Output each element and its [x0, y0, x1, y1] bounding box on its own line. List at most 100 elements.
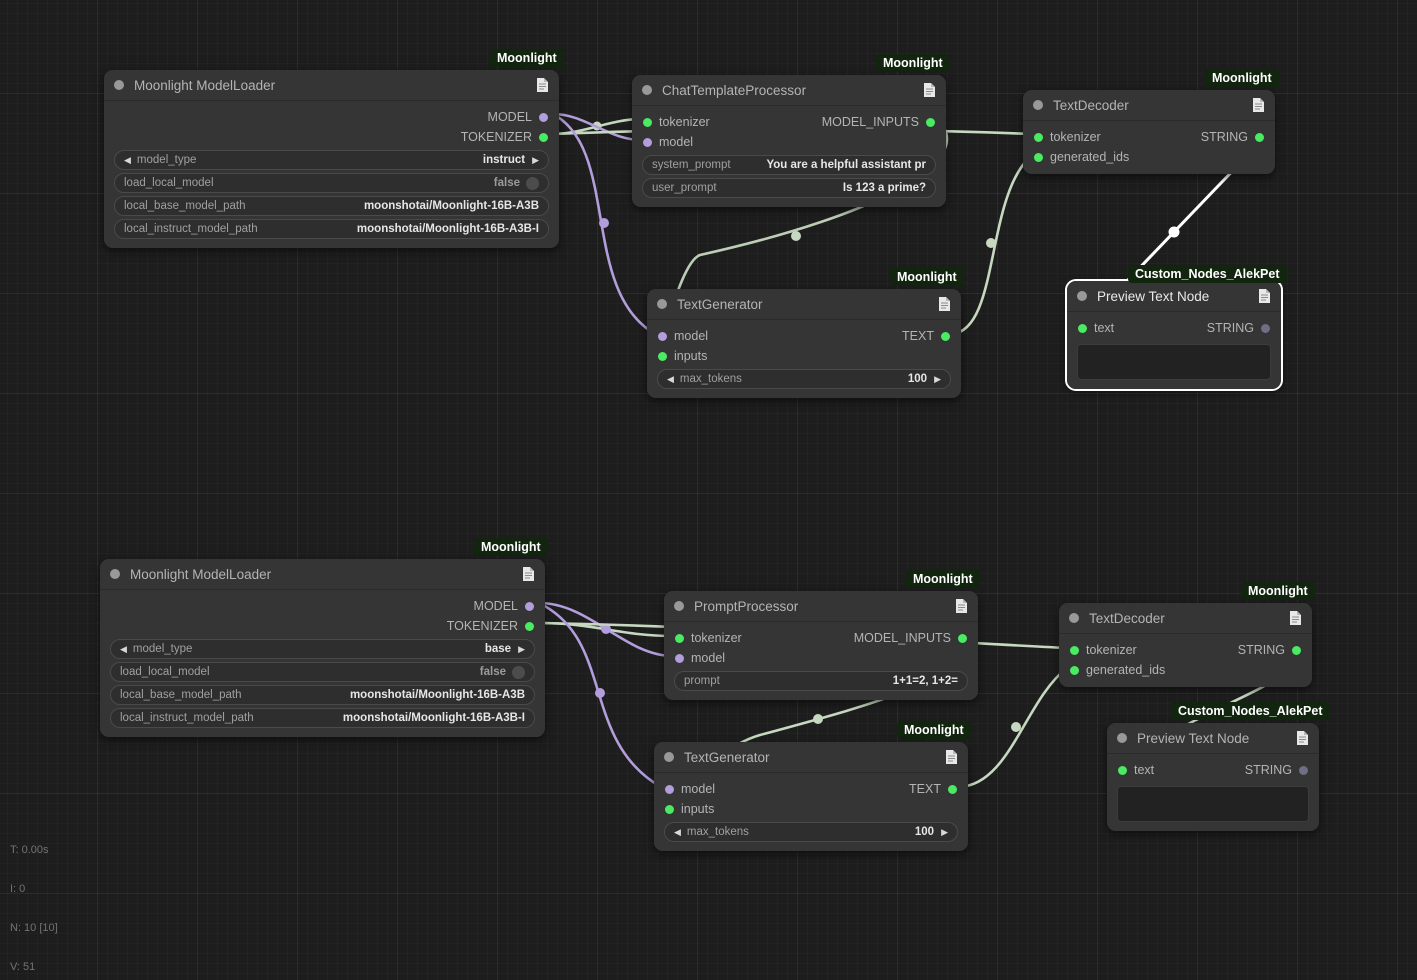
collapse-dot-icon[interactable]	[1069, 613, 1079, 623]
collapse-dot-icon[interactable]	[674, 601, 684, 611]
arrow-right-icon[interactable]: ▶	[518, 643, 525, 654]
arrow-left-icon[interactable]: ◀	[124, 154, 131, 165]
slot-dot-model[interactable]	[665, 784, 674, 794]
document-icon[interactable]	[923, 82, 936, 98]
node-title-bar[interactable]: ChatTemplateProcessor	[632, 75, 946, 106]
collapse-dot-icon[interactable]	[110, 569, 120, 579]
slot-row-input[interactable]: generated_ids	[1023, 147, 1275, 167]
slot-row-output[interactable]: MODEL	[104, 107, 559, 127]
slot-dot-inputs[interactable]	[665, 804, 674, 814]
node-title-bar[interactable]: Moonlight ModelLoader	[104, 70, 559, 101]
node-moonlight-modelloader-top[interactable]: Moonlight ModelLoader MODEL TOKENIZER ◀ …	[104, 70, 559, 248]
slot-row-input[interactable]: inputs	[654, 799, 968, 819]
slot-dot-generated-ids[interactable]	[1070, 665, 1079, 675]
slot-dot-tokenizer[interactable]	[643, 117, 652, 127]
slot-dot-model-inputs[interactable]	[958, 633, 967, 643]
slot-dot-text[interactable]	[1078, 323, 1087, 333]
node-preview-text-bottom[interactable]: Preview Text Node text STRING	[1107, 723, 1319, 831]
arrow-right-icon[interactable]: ▶	[532, 154, 539, 165]
slot-row-input[interactable]: model	[664, 648, 978, 668]
slot-dot-model-inputs[interactable]	[926, 117, 935, 127]
slot-dot-tokenizer[interactable]	[525, 621, 534, 631]
collapse-dot-icon[interactable]	[642, 85, 652, 95]
widget-local-instruct-model-path[interactable]: local_instruct_model_path moonshotai/Moo…	[114, 219, 549, 239]
widget-system-prompt[interactable]: system_prompt You are a helpful assistan…	[642, 155, 936, 175]
slot-row[interactable]: tokenizer MODEL_INPUTS	[632, 112, 946, 132]
slot-row-input[interactable]: inputs	[647, 346, 961, 366]
arrow-left-icon[interactable]: ◀	[674, 826, 681, 837]
widget-load-local-model[interactable]: load_local_model false	[110, 662, 535, 682]
slot-row[interactable]: tokenizer MODEL_INPUTS	[664, 628, 978, 648]
arrow-right-icon[interactable]: ▶	[941, 826, 948, 837]
arrow-right-icon[interactable]: ▶	[934, 373, 941, 384]
slot-dot-text[interactable]	[1118, 765, 1127, 775]
widget-load-local-model[interactable]: load_local_model false	[114, 173, 549, 193]
node-title-bar[interactable]: TextDecoder	[1059, 603, 1312, 634]
slot-dot-model[interactable]	[643, 137, 652, 147]
slot-row[interactable]: text STRING	[1107, 760, 1319, 780]
node-preview-text-top[interactable]: Preview Text Node text STRING	[1067, 281, 1281, 389]
node-title-bar[interactable]: TextGenerator	[647, 289, 961, 320]
collapse-dot-icon[interactable]	[657, 299, 667, 309]
widget-user-prompt[interactable]: user_prompt Is 123 a prime?	[642, 178, 936, 198]
node-title-bar[interactable]: PromptProcessor	[664, 591, 978, 622]
widget-model-type[interactable]: ◀ model_type base ▶	[110, 639, 535, 659]
arrow-left-icon[interactable]: ◀	[667, 373, 674, 384]
node-textgenerator-top[interactable]: TextGenerator model TEXT inputs ◀ max_to…	[647, 289, 961, 398]
slot-dot-tokenizer[interactable]	[1034, 132, 1043, 142]
node-textgenerator-bottom[interactable]: TextGenerator model TEXT inputs ◀ max_to…	[654, 742, 968, 851]
node-moonlight-modelloader-bottom[interactable]: Moonlight ModelLoader MODEL TOKENIZER ◀ …	[100, 559, 545, 737]
node-textdecoder-top[interactable]: TextDecoder tokenizer STRING generated_i…	[1023, 90, 1275, 174]
preview-text-area[interactable]	[1117, 786, 1309, 822]
slot-row-output[interactable]: TOKENIZER	[100, 616, 545, 636]
document-icon[interactable]	[522, 566, 535, 582]
document-icon[interactable]	[1289, 610, 1302, 626]
collapse-dot-icon[interactable]	[1077, 291, 1087, 301]
slot-row[interactable]: tokenizer STRING	[1023, 127, 1275, 147]
slot-dot-text[interactable]	[948, 784, 957, 794]
slot-dot-tokenizer[interactable]	[539, 132, 548, 142]
slot-dot-string[interactable]	[1292, 645, 1301, 655]
document-icon[interactable]	[1258, 288, 1271, 304]
slot-dot-string[interactable]	[1299, 765, 1308, 775]
slot-row-input[interactable]: model	[632, 132, 946, 152]
slot-dot-generated-ids[interactable]	[1034, 152, 1043, 162]
slot-dot-string[interactable]	[1261, 323, 1270, 333]
slot-row[interactable]: text STRING	[1067, 318, 1281, 338]
node-title-bar[interactable]: TextDecoder	[1023, 90, 1275, 121]
slot-row-output[interactable]: TOKENIZER	[104, 127, 559, 147]
collapse-dot-icon[interactable]	[114, 80, 124, 90]
slot-dot-text[interactable]	[941, 331, 950, 341]
node-title-bar[interactable]: Preview Text Node	[1067, 281, 1281, 312]
slot-dot-inputs[interactable]	[658, 351, 667, 361]
slot-dot-string[interactable]	[1255, 132, 1264, 142]
collapse-dot-icon[interactable]	[1117, 733, 1127, 743]
document-icon[interactable]	[938, 296, 951, 312]
collapse-dot-icon[interactable]	[664, 752, 674, 762]
slot-row-input[interactable]: generated_ids	[1059, 660, 1312, 680]
slot-dot-model[interactable]	[658, 331, 667, 341]
toggle-knob[interactable]	[512, 665, 525, 679]
slot-dot-tokenizer[interactable]	[1070, 645, 1079, 655]
widget-model-type[interactable]: ◀ model_type instruct ▶	[114, 150, 549, 170]
node-title-bar[interactable]: Moonlight ModelLoader	[100, 559, 545, 590]
collapse-dot-icon[interactable]	[1033, 100, 1043, 110]
slot-dot-tokenizer[interactable]	[675, 633, 684, 643]
node-textdecoder-bottom[interactable]: TextDecoder tokenizer STRING generated_i…	[1059, 603, 1312, 687]
toggle-knob[interactable]	[526, 176, 539, 190]
node-title-bar[interactable]: TextGenerator	[654, 742, 968, 773]
node-chattemplateprocessor[interactable]: ChatTemplateProcessor tokenizer MODEL_IN…	[632, 75, 946, 207]
widget-max-tokens[interactable]: ◀ max_tokens 100 ▶	[657, 369, 951, 389]
slot-dot-model[interactable]	[525, 601, 534, 611]
widget-local-base-model-path[interactable]: local_base_model_path moonshotai/Moonlig…	[110, 685, 535, 705]
document-icon[interactable]	[1252, 97, 1265, 113]
slot-dot-model[interactable]	[539, 112, 548, 122]
node-title-bar[interactable]: Preview Text Node	[1107, 723, 1319, 754]
arrow-left-icon[interactable]: ◀	[120, 643, 127, 654]
document-icon[interactable]	[945, 749, 958, 765]
slot-row[interactable]: tokenizer STRING	[1059, 640, 1312, 660]
widget-local-instruct-model-path[interactable]: local_instruct_model_path moonshotai/Moo…	[110, 708, 535, 728]
document-icon[interactable]	[955, 598, 968, 614]
document-icon[interactable]	[1296, 730, 1309, 746]
slot-row[interactable]: model TEXT	[654, 779, 968, 799]
